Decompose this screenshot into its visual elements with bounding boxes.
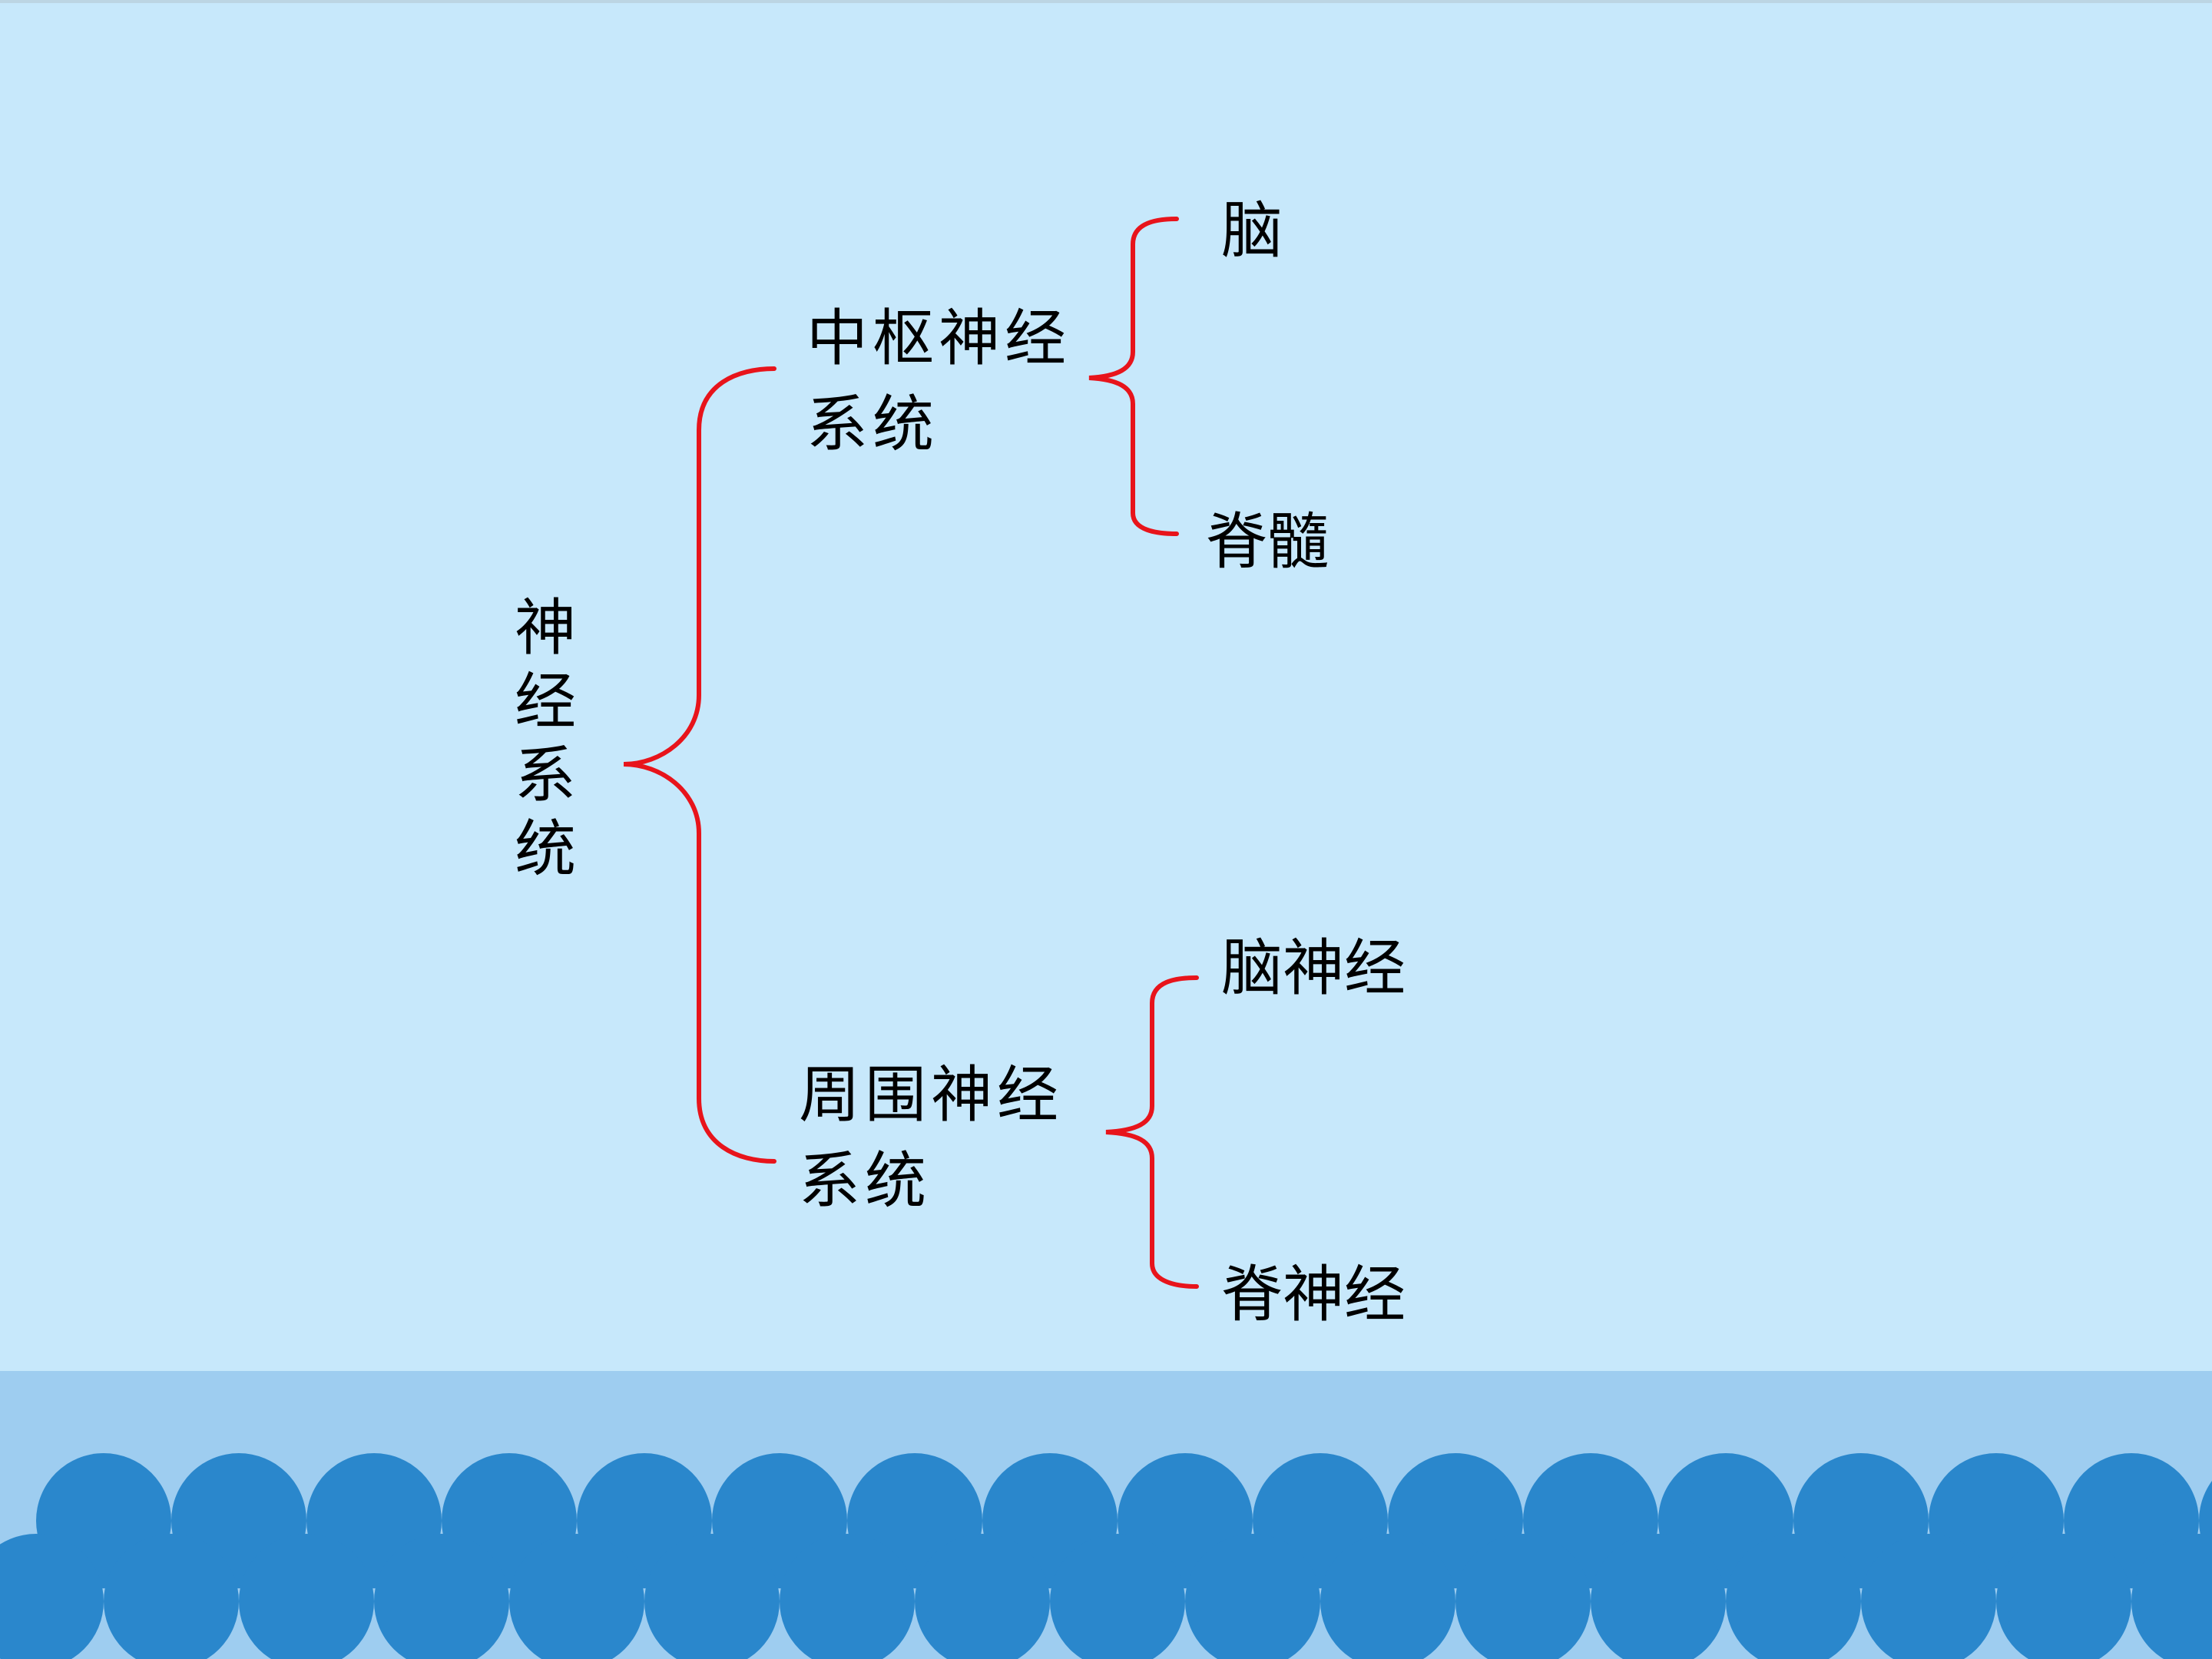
wave-scale (374, 1534, 509, 1659)
wave-scale (1455, 1534, 1591, 1659)
spinal-nerves-label: 脊神经 (1221, 1259, 1406, 1330)
wave-scale (2131, 1534, 2212, 1659)
wave-scale (1185, 1534, 1320, 1659)
peripheral-bracket (1105, 975, 1199, 1289)
root-label-nervous-system: 神经系统 (515, 592, 576, 885)
wave-scale (239, 1534, 374, 1659)
wave-scale (780, 1534, 915, 1659)
wave-scale (0, 1534, 104, 1659)
peripheral-nervous-system-label: 周围神经 系统 (799, 1059, 1063, 1217)
scale-row-bottom (0, 1534, 2212, 1659)
footer-wave-decoration (0, 1371, 2212, 1659)
brain-label: 脑 (1221, 195, 1283, 267)
wave-scale (1726, 1534, 1861, 1659)
wave-scale (1861, 1534, 1996, 1659)
central-nervous-system-label: 中枢神经 系统 (806, 303, 1071, 460)
wave-scale (1996, 1534, 2131, 1659)
wave-scale (104, 1534, 239, 1659)
wave-scale (1591, 1534, 1726, 1659)
central-bracket (1088, 217, 1179, 536)
wave-scale (915, 1534, 1050, 1659)
spinal-cord-label: 脊髓 (1206, 506, 1329, 578)
cranial-nerves-label: 脑神经 (1221, 932, 1406, 1004)
wave-scale (509, 1534, 644, 1659)
top-border (0, 0, 2212, 3)
root-bracket (623, 366, 777, 1164)
wave-scale (1320, 1534, 1455, 1659)
wave-scale (1050, 1534, 1185, 1659)
wave-scale (644, 1534, 780, 1659)
